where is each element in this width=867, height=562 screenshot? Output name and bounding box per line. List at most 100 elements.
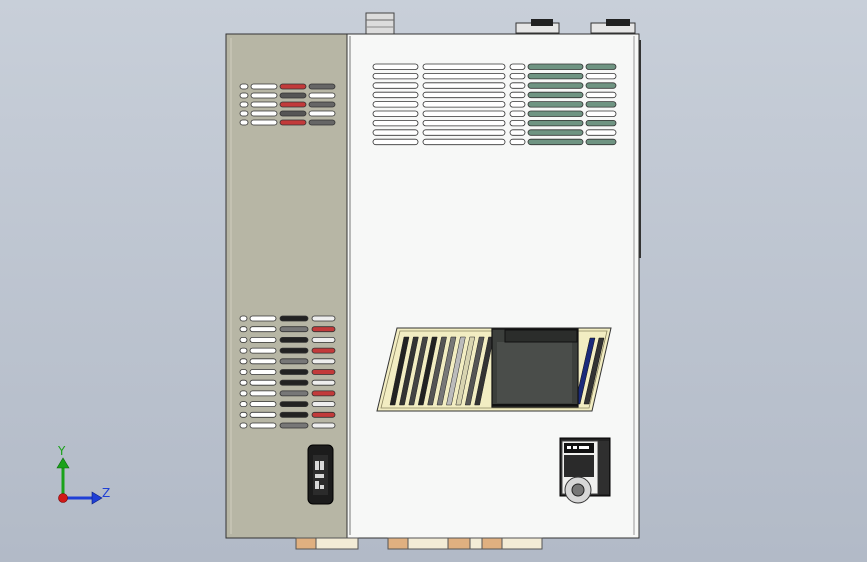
vent-slot: [239, 422, 248, 429]
grille-slat: [417, 336, 438, 406]
vent-slot: [249, 401, 277, 408]
grille-slat: [436, 336, 457, 406]
vent-slot: [250, 101, 278, 108]
vent-slot: [372, 101, 419, 108]
vent-slot: [585, 82, 617, 89]
top-hinge-right: [590, 19, 636, 34]
vent-slot: [422, 73, 506, 80]
grille-slat: [464, 336, 485, 406]
vent-slot: [527, 82, 584, 89]
vent-slot: [311, 347, 336, 354]
vent-slot: [527, 91, 584, 99]
vent-slot: [308, 110, 336, 117]
vent-slot: [239, 315, 248, 322]
vent-slot: [239, 401, 248, 408]
vent-slot: [585, 129, 617, 136]
vent-slot: [527, 63, 584, 70]
vent-slot: [527, 129, 584, 136]
vent-slot: [422, 138, 506, 146]
vent-slot: [279, 83, 307, 90]
vent-slot: [509, 91, 526, 99]
vent-slot: [311, 401, 336, 408]
vent-slot: [311, 369, 336, 375]
vent-slot: [509, 73, 526, 80]
z-axis-label: Z: [102, 486, 110, 500]
grille-slat: [446, 336, 466, 406]
vent-slot: [250, 119, 278, 126]
vent-slot: [308, 83, 336, 90]
vent-slot: [249, 379, 277, 386]
vent-slot: [239, 411, 248, 418]
vent-slot: [249, 411, 277, 418]
vent-slot: [585, 73, 617, 80]
top-flue-pipe: [365, 12, 395, 35]
vent-slot: [372, 73, 419, 80]
vent-slot: [279, 369, 309, 375]
vent-slot: [239, 336, 248, 343]
vent-slot: [279, 422, 309, 429]
vent-slot: [311, 315, 336, 322]
vent-slot: [311, 379, 336, 386]
vent-slot: [239, 326, 248, 333]
grille-slat: [574, 337, 596, 405]
vent-slot: [422, 110, 506, 117]
vent-slot: [422, 82, 506, 89]
grille-slat: [455, 336, 476, 406]
vent-slot: [509, 129, 526, 136]
vent-slot: [422, 101, 506, 108]
vent-slot: [249, 422, 277, 429]
top-hinge-left: [515, 19, 560, 34]
vent-slot: [422, 120, 506, 127]
cabinet-model: [225, 12, 641, 550]
front-upper-vent-grille: [372, 63, 617, 146]
vent-slot: [239, 358, 248, 365]
vent-slot: [279, 358, 309, 365]
vent-slot: [239, 379, 248, 386]
grille-slat: [408, 336, 429, 406]
vent-slot: [239, 110, 249, 117]
grille-slat: [389, 336, 410, 406]
vent-slot: [279, 411, 309, 418]
vent-slot: [250, 83, 278, 90]
vent-slot: [308, 101, 336, 108]
vent-slot: [239, 369, 248, 375]
vent-slot: [585, 138, 617, 146]
vent-slot: [311, 411, 336, 418]
vent-slot: [422, 91, 506, 99]
vent-slot: [422, 63, 506, 70]
vent-slot: [239, 92, 249, 99]
front-control-box: [559, 437, 611, 504]
vent-slot: [509, 120, 526, 127]
vent-slot: [249, 315, 277, 322]
vent-slot: [250, 92, 278, 99]
vent-slot: [585, 91, 617, 99]
vent-slot: [585, 101, 617, 108]
left-panel-latch-handle: [307, 444, 334, 505]
vent-slot: [372, 120, 419, 127]
vent-slot: [527, 120, 584, 127]
vent-slot: [509, 63, 526, 70]
vent-slot: [527, 138, 584, 146]
vent-slot: [279, 379, 309, 386]
grille-slat: [427, 336, 447, 406]
vent-slot: [239, 119, 249, 126]
vent-slot: [249, 369, 277, 375]
vent-slot: [509, 101, 526, 108]
vent-slot: [527, 101, 584, 108]
grille-slat: [399, 336, 419, 406]
coordinate-triad: Y Z: [56, 444, 110, 505]
vent-slot: [249, 390, 277, 397]
vent-slot: [250, 110, 278, 117]
vent-slot: [279, 347, 309, 354]
vent-slot: [509, 82, 526, 89]
vent-slot: [311, 326, 336, 333]
vent-slot: [239, 347, 248, 354]
vent-slot: [249, 347, 277, 354]
vent-slot: [422, 129, 506, 136]
vent-slot: [279, 110, 307, 117]
vent-slot: [372, 63, 419, 70]
vent-slot: [372, 91, 419, 99]
grille-slat: [583, 337, 605, 405]
vent-slot: [509, 138, 526, 146]
